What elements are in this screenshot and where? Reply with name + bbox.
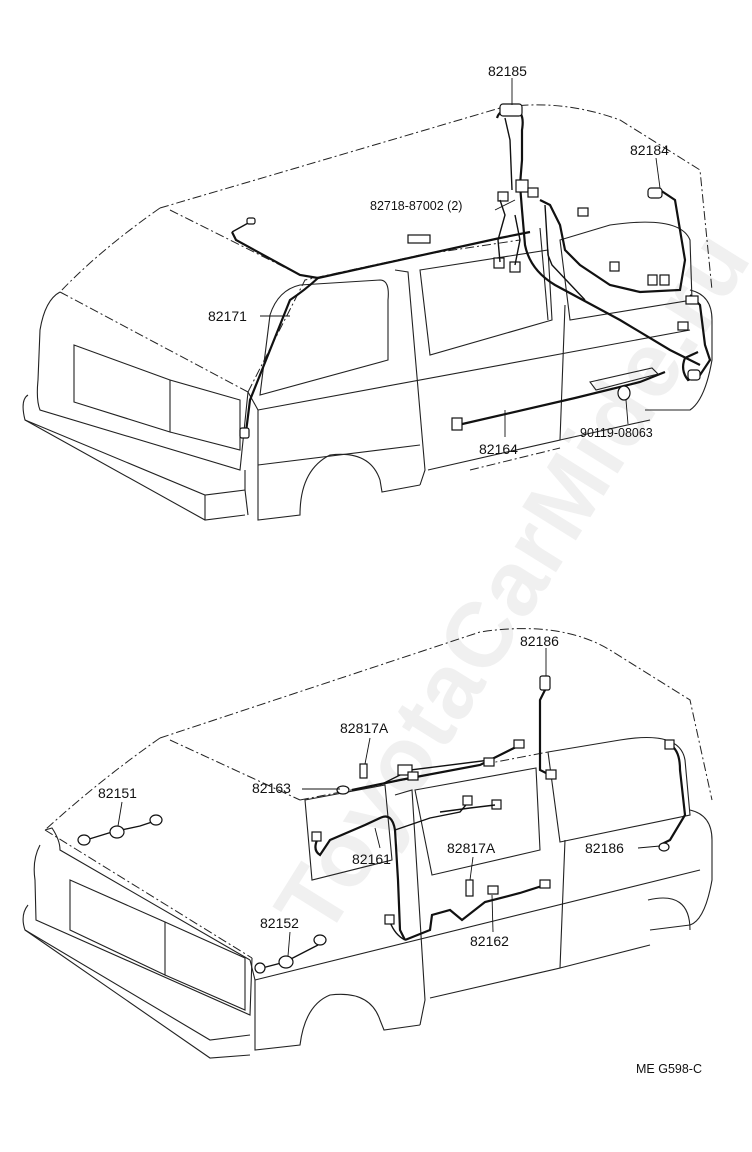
figure-code: ME G598-C xyxy=(636,1062,702,1076)
part-label-82163: 82163 xyxy=(252,780,291,796)
part-label-82162: 82162 xyxy=(470,933,509,949)
part-label-82718-87002: 82718-87002 (2) xyxy=(370,199,463,213)
part-label-82186-top: 82186 xyxy=(520,633,559,649)
part-label-82171: 82171 xyxy=(208,308,247,324)
upper-leader-lines xyxy=(260,78,661,437)
lower-van-body xyxy=(22,628,713,1059)
part-label-82184: 82184 xyxy=(630,142,669,158)
lower-leader-lines xyxy=(117,648,661,957)
part-label-82817a-mid: 82817A xyxy=(447,840,496,856)
part-label-90119-08063: 90119-08063 xyxy=(580,426,653,440)
part-label-82161: 82161 xyxy=(352,851,391,867)
part-label-82817a-top: 82817A xyxy=(340,720,389,736)
part-label-82164: 82164 xyxy=(479,441,518,457)
part-label-82186-right: 82186 xyxy=(585,840,624,856)
upper-van-wiring xyxy=(231,103,712,439)
part-label-82185: 82185 xyxy=(488,63,527,79)
part-label-82151: 82151 xyxy=(98,785,137,801)
part-label-82152: 82152 xyxy=(260,915,299,931)
upper-van-body xyxy=(22,104,713,521)
lower-van-wiring xyxy=(77,675,687,974)
